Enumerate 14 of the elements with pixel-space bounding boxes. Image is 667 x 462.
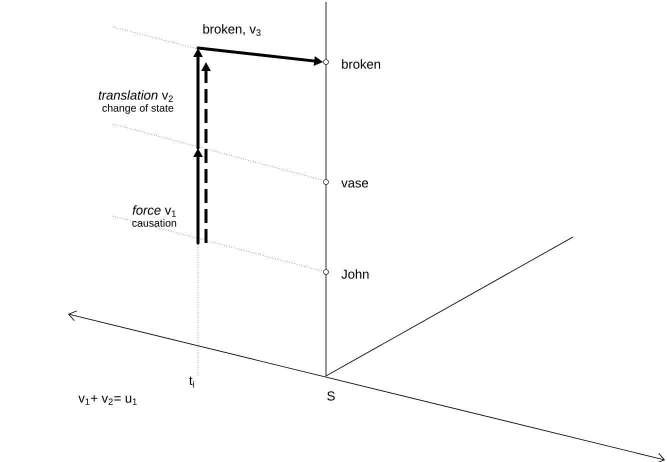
text-label: force v$_{1}$ causation (132, 205, 176, 227)
point-label: broken, v$_{3}$ (203, 24, 261, 36)
point-marker (323, 179, 329, 185)
junction-point (196, 242, 200, 244)
equation: v$_{1}$+ v$_{2}$= u$_{1}$ (77, 394, 139, 406)
tick-label: t$_{i}$ (189, 376, 194, 388)
origin-label: S (326, 390, 336, 402)
point-label: vase (341, 180, 368, 188)
point-marker (323, 59, 329, 65)
point-label: John (341, 269, 369, 279)
point-label: broken (342, 59, 380, 69)
junction-point (196, 46, 200, 50)
text-label: translation v$_{2}$ change of state (98, 90, 174, 114)
point-marker (323, 269, 329, 275)
